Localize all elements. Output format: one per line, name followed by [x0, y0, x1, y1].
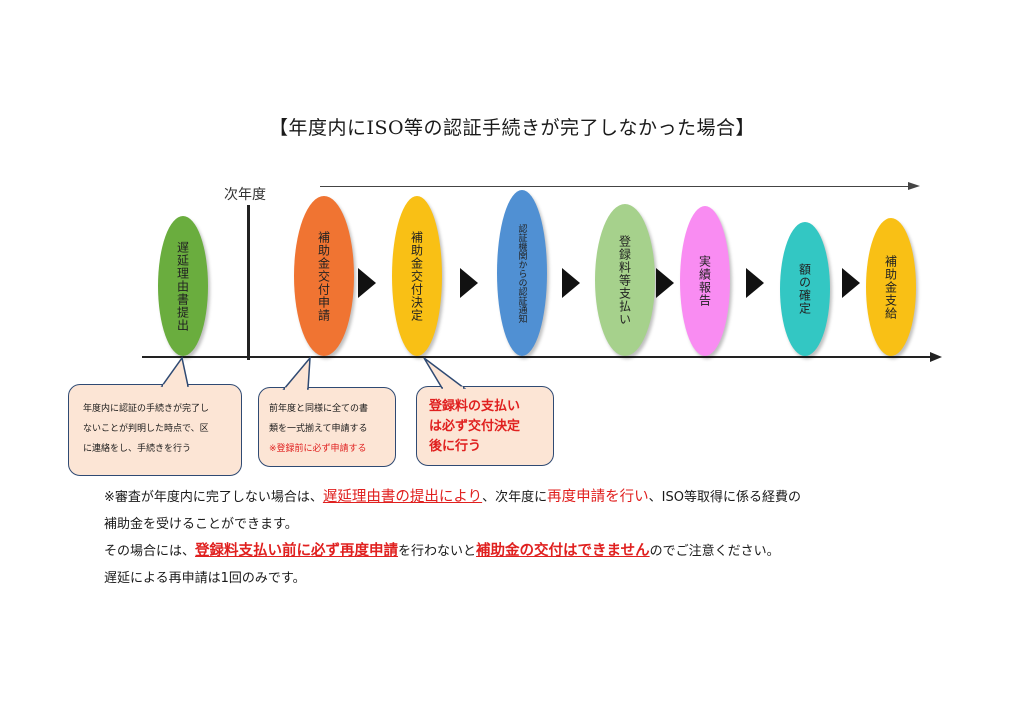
note-paragraph: 遅延による再申請は1回のみです。: [104, 571, 306, 586]
note-text: 、次年度に: [482, 490, 548, 505]
notes-section: ※審査が年度内に完了しない場合は、遅延理由書の提出により、次年度に再度申請を行い…: [104, 484, 964, 592]
note-emphasis: 登録料支払い前に必ず再度申請: [195, 543, 399, 559]
callout-line: 後に行う: [429, 439, 482, 454]
step-label: 実績報告: [697, 255, 712, 307]
note-paragraph: ※審査が年度内に完了しない場合は、遅延理由書の提出により、次年度に再度申請を行い…: [104, 484, 964, 511]
callout-line: は必ず交付決定: [429, 419, 521, 434]
step-label: 補助金交付決定: [409, 230, 424, 322]
step-label: 額の確定: [797, 263, 812, 315]
note-text: その場合には、: [104, 544, 196, 559]
step-grant-decision: 補助金交付決定: [392, 196, 442, 356]
step-delay-reason-submission: 遅延理由書提出: [158, 216, 208, 356]
step-arrow-icon: [842, 268, 860, 298]
step-label: 補助金交付申請: [316, 230, 331, 322]
note-paragraph: 補助金を受けることができます。: [104, 517, 298, 532]
step-label: 登録料等支払い: [617, 234, 632, 326]
step-registration-fee-payment: 登録料等支払い: [595, 204, 655, 356]
note-text: のでご注意ください。: [649, 544, 780, 559]
step-subsidy-application: 補助金交付申請: [294, 196, 354, 356]
note-emphasis: 遅延理由書の提出により: [322, 489, 483, 505]
callout-line: 前年度と同様に全ての書: [269, 404, 369, 414]
year-divider-line: [247, 205, 250, 360]
callout-application: 前年度と同様に全ての書 類を一式揃えて申請する ※登録前に必ず申請する: [258, 387, 396, 467]
callout-line: 類を一式揃えて申請する: [269, 424, 368, 434]
step-subsidy-payment: 補助金支給: [866, 218, 916, 356]
step-label: 遅延理由書提出: [175, 240, 190, 332]
note-emphasis: 補助金の交付はできません: [476, 543, 650, 559]
note-paragraph: その場合には、登録料支払い前に必ず再度申請を行わないと補助金の交付はできませんの…: [104, 538, 964, 565]
callout-line: ないことが判明した時点で、区: [83, 424, 209, 434]
note-text: ※審査が年度内に完了しない場合は、: [104, 490, 323, 505]
note-emphasis: 再度申請を行い: [547, 489, 649, 505]
step-amount-confirmation: 額の確定: [780, 222, 830, 356]
callout-payment-timing: 登録料の支払い は必ず交付決定 後に行う: [416, 386, 554, 466]
callout-pointer: [160, 356, 189, 388]
callout-line: 年度内に認証の手続きが完了し: [83, 404, 210, 414]
page-title: 【年度内にISO等の認証手続きが完了しなかった場合】: [268, 117, 756, 139]
step-arrow-icon: [358, 268, 376, 298]
next-year-span-arrowhead: [908, 182, 920, 190]
step-performance-report: 実績報告: [680, 206, 730, 356]
callout-line: 登録料の支払い: [429, 399, 521, 414]
note-text: を行わないと: [398, 544, 477, 559]
timeline-axis: [142, 356, 932, 358]
step-arrow-icon: [460, 268, 478, 298]
step-certification-notice: 認証機関からの認証通知: [497, 190, 547, 356]
next-year-label: 次年度: [224, 187, 266, 203]
note-text: 、ISO等取得に係る経費の: [648, 490, 801, 505]
next-year-span-arrow: [320, 186, 910, 187]
step-label: 補助金支給: [883, 254, 898, 320]
timeline-arrowhead: [930, 352, 942, 362]
callout-pointer: [282, 355, 311, 391]
step-label: 認証機関からの認証通知: [516, 223, 527, 323]
step-arrow-icon: [746, 268, 764, 298]
callout-line: に連絡をし、手続きを行う: [83, 444, 192, 454]
callout-pointer: [423, 357, 467, 390]
step-arrow-icon: [656, 268, 674, 298]
step-arrow-icon: [562, 268, 580, 298]
callout-delay-reason: 年度内に認証の手続きが完了し ないことが判明した時点で、区 に連絡をし、手続きを…: [68, 384, 242, 476]
callout-warning-line: ※登録前に必ず申請する: [269, 444, 367, 454]
